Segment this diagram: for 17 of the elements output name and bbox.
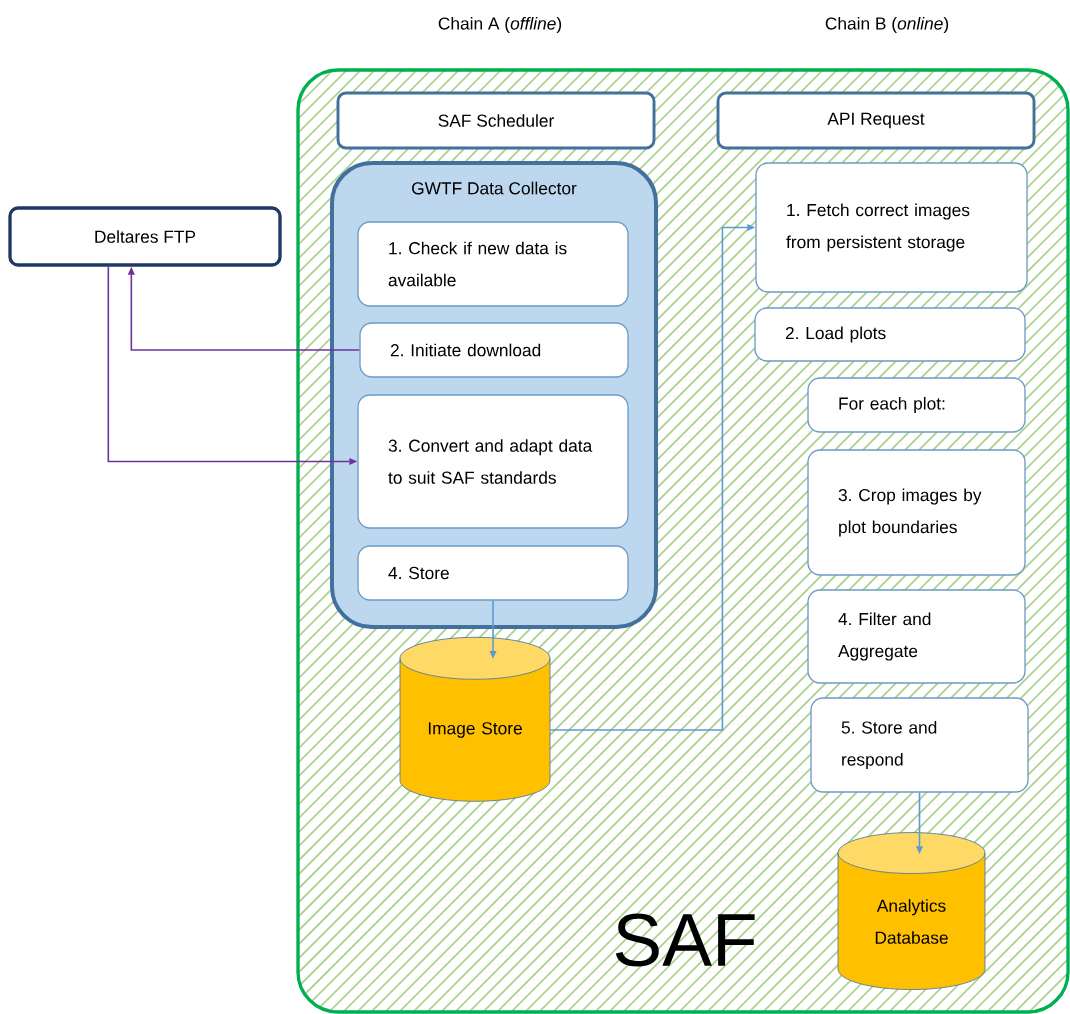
database-cylinder: Image Store xyxy=(399,636,551,802)
database-cylinder: Analytics Database xyxy=(837,832,986,990)
column-heading: Chain B (online) xyxy=(825,16,949,34)
step-box: 3. Convert and adapt data to suit SAF standards xyxy=(357,394,629,529)
step-box: 1. Fetch correct images from persistent storage xyxy=(755,162,1028,293)
header-box: API Request xyxy=(716,91,1036,150)
source-box: Deltares FTP xyxy=(8,206,282,267)
step-box: 1. Check if new data is available xyxy=(357,221,629,307)
column-heading: Chain A (offline) xyxy=(438,16,562,34)
step-box: 5. Store and respond xyxy=(810,697,1029,793)
step-box: 3. Crop images by plot boundaries xyxy=(807,449,1026,576)
step-box: For each plot: xyxy=(807,377,1026,433)
step-box: 2. Initiate download xyxy=(359,322,629,378)
step-box: 2. Load plots xyxy=(754,307,1026,362)
step-box: 4. Filter and Aggregate xyxy=(807,589,1026,684)
header-box: SAF Scheduler xyxy=(336,91,656,150)
step-box: 4. Store xyxy=(357,545,629,601)
